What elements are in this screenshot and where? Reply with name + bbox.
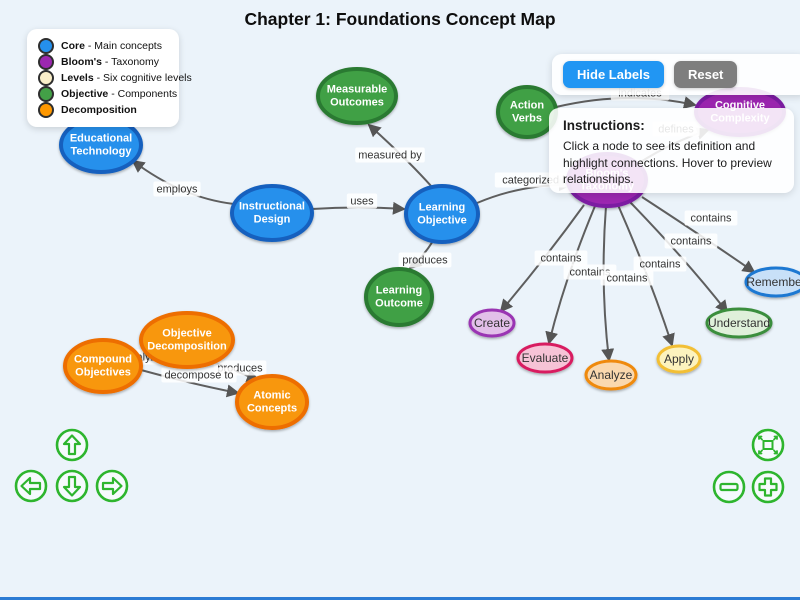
pan-left-icon <box>14 469 48 503</box>
node-label: Educational <box>70 133 132 145</box>
instructions-heading: Instructions: <box>563 118 645 133</box>
edge-label-bg <box>534 250 588 266</box>
zoom-in-button[interactable] <box>751 470 785 504</box>
edge-label-bg <box>153 181 201 197</box>
edge-label: contains <box>671 236 712 248</box>
zoom-out-icon <box>712 470 746 504</box>
edge-label-bg <box>664 233 718 249</box>
legend-color-dot <box>38 86 54 102</box>
legend-item-label: Core - Main concepts <box>61 40 162 52</box>
edge-label: decompose to <box>164 370 233 382</box>
pan-down-icon <box>55 469 89 503</box>
pan-up-button[interactable] <box>55 428 89 462</box>
edge-label-bg <box>355 147 425 163</box>
node-label: Technology <box>71 146 133 158</box>
node-label: Measurable <box>327 84 388 96</box>
edge-label: uses <box>350 196 374 208</box>
node-label: Objective <box>417 215 467 227</box>
node-label: Concepts <box>247 403 297 415</box>
reset-button[interactable]: Reset <box>673 61 738 88</box>
edge-label-bg <box>600 270 654 286</box>
legend-item-core: Core - Main concepts <box>38 38 168 54</box>
edge-label: measured by <box>358 150 422 162</box>
legend-item-label: Decomposition <box>61 104 137 116</box>
edge-label-bg <box>398 252 452 268</box>
edge-label-bg <box>684 210 738 226</box>
pan-up-icon <box>55 428 89 462</box>
legend-item-label: Levels - Six cognitive levels <box>61 72 192 84</box>
legend-item-decomposition: Decomposition <box>38 102 168 118</box>
node-label: Remember <box>746 275 800 289</box>
legend-item-label: Objective - Components <box>61 88 178 100</box>
hide-labels-button[interactable]: Hide Labels <box>563 61 664 88</box>
zoom-in-icon <box>751 470 785 504</box>
pan-left-button[interactable] <box>14 469 48 503</box>
legend-color-dot <box>38 54 54 70</box>
node-evaluate[interactable]: Evaluate <box>516 342 574 374</box>
node-label: Learning <box>376 285 422 297</box>
edge-label: employs <box>157 184 198 196</box>
edge-label: contains <box>607 273 648 285</box>
node-create[interactable]: Create <box>468 308 516 338</box>
node-apply[interactable]: Apply <box>656 344 702 374</box>
node-label: Apply <box>664 352 694 366</box>
legend-item-objective: Objective - Components <box>38 86 177 102</box>
legend-item-label: Bloom's - Taxonomy <box>61 56 160 68</box>
legend-item-levels: Levels - Six cognitive levels <box>38 70 192 86</box>
edge-label-bg <box>346 193 378 209</box>
node-label: Instructional <box>239 201 305 213</box>
legend-color-dot <box>38 70 54 86</box>
pan-down-button[interactable] <box>55 469 89 503</box>
legend-color-dot <box>38 102 54 118</box>
node-label: Outcomes <box>330 97 384 109</box>
zoom-out-button[interactable] <box>712 470 746 504</box>
edge-label-bg <box>161 367 237 383</box>
instructions-body: Click a node to see its definition and h… <box>563 139 772 186</box>
node-label: Objectives <box>75 367 131 379</box>
edge-label-bg <box>633 256 687 272</box>
node-label: Understand <box>708 316 770 330</box>
node-label: Compound <box>74 354 132 366</box>
edge-label: contains <box>640 259 681 271</box>
bottom-accent-bar <box>0 597 800 600</box>
node-label: Objective <box>162 328 212 340</box>
edge-label: contains <box>691 213 732 225</box>
legend-color-dot <box>38 38 54 54</box>
pan-right-icon <box>95 469 129 503</box>
node-label: Analyze <box>590 368 633 382</box>
node-label: Atomic <box>253 390 290 402</box>
node-label: Design <box>254 214 291 226</box>
legend-item-blooms: Bloom's - Taxonomy <box>38 54 168 70</box>
node-label: Verbs <box>512 113 542 125</box>
node-label: Action <box>510 100 545 112</box>
node-label: Learning <box>419 202 465 214</box>
node-remember[interactable]: Remember <box>744 266 800 298</box>
node-analyze[interactable]: Analyze <box>584 359 638 391</box>
edge-compound-objectives-atomic-concepts <box>140 369 240 398</box>
fit-view-button[interactable] <box>751 428 785 462</box>
node-label: Evaluate <box>522 351 569 365</box>
page-title: Chapter 1: Foundations Concept Map <box>244 9 556 29</box>
node-understand[interactable]: Understand <box>705 307 773 339</box>
edge-label: contains <box>541 253 582 265</box>
fit-view-icon <box>751 428 785 462</box>
instructions-panel: Instructions: Click a node to see its de… <box>549 108 794 193</box>
node-label: Create <box>474 316 510 330</box>
pan-right-button[interactable] <box>95 469 129 503</box>
node-label: Decomposition <box>147 341 227 353</box>
node-label: Outcome <box>375 298 423 310</box>
toolbar-panel: Hide Labels Reset <box>552 54 800 95</box>
edge-label: produces <box>402 255 448 267</box>
